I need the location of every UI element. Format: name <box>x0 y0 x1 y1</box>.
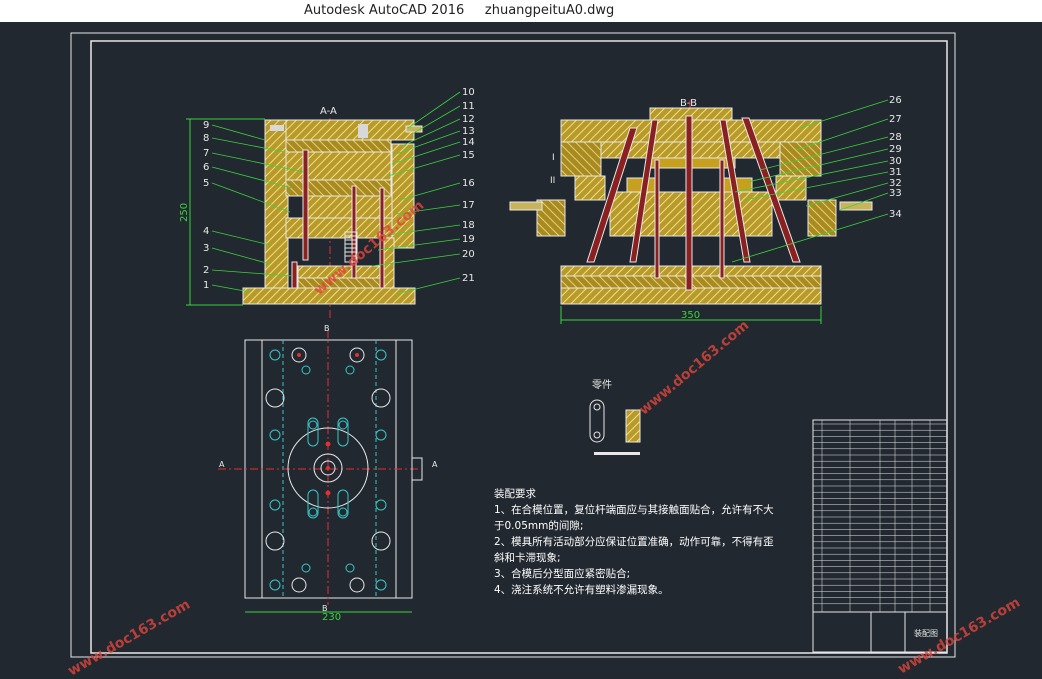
callout-15: 15 <box>462 150 475 161</box>
leader-line <box>747 148 889 183</box>
callout-6: 6 <box>203 162 209 173</box>
leader-line <box>371 253 461 267</box>
callout-30: 30 <box>889 156 902 167</box>
aa-dim-250: 250 <box>179 203 190 222</box>
leader-line <box>391 141 461 165</box>
leader-line <box>799 99 889 129</box>
leader-line <box>743 171 889 201</box>
inner-frame <box>90 40 948 654</box>
callout-27: 27 <box>889 114 902 125</box>
part-detail: 零件 <box>589 379 641 455</box>
requirement-line-6: 4、浇注系统不允许有塑料渗漏现象。 <box>494 584 669 596</box>
requirement-line-5: 3、合模后分型面应紧密贴合; <box>494 568 631 580</box>
leader-line <box>401 118 461 147</box>
leader-line <box>387 154 461 177</box>
leader-line <box>839 192 889 211</box>
callout-18: 18 <box>462 220 475 231</box>
roman-2: II <box>550 176 555 186</box>
left-callouts: 9 8 7 6 5 4 3 2 1 <box>203 120 305 293</box>
leader-line <box>211 124 266 141</box>
callout-16: 16 <box>462 178 475 189</box>
leader-line <box>399 182 461 201</box>
leader-line <box>211 182 291 213</box>
leader-line <box>377 238 461 251</box>
leader-line <box>411 105 461 135</box>
roman-1: I <box>552 153 555 163</box>
callout-33: 33 <box>889 188 902 199</box>
leader-line <box>211 269 293 277</box>
window-titlebar: Autodesk AutoCAD 2016 zhuangpeituA0.dwg <box>0 0 1042 22</box>
requirement-line-4: 斜和卡滞现象; <box>494 552 561 564</box>
callout-21: 21 <box>462 273 475 284</box>
callout-12: 12 <box>462 114 475 125</box>
title-block: 装配图 <box>812 419 948 653</box>
callout-7: 7 <box>203 148 209 159</box>
callout-11: 11 <box>462 101 475 112</box>
plan-b-bottom: B <box>322 604 328 613</box>
callout-8: 8 <box>203 133 209 144</box>
callout-28: 28 <box>889 132 902 143</box>
outer-frame <box>70 32 956 658</box>
leader-line <box>211 230 271 246</box>
leader-line <box>734 160 889 193</box>
callout-9: 9 <box>203 120 209 131</box>
app-title: Autodesk AutoCAD 2016 zhuangpeituA0.dwg <box>304 3 615 18</box>
callout-1: 1 <box>203 280 209 291</box>
leader-line <box>211 247 271 265</box>
leader-line <box>211 137 286 153</box>
leader-line <box>395 204 461 215</box>
callout-3: 3 <box>203 243 209 254</box>
requirement-line-3: 2、模具所有活动部分应保证位置准确，动作可靠，不得有歪 <box>494 536 774 548</box>
assembly-requirements: 装配要求 1、在合模位置，复位杆端面应与其接触面贴合，允许有不大 于0.05mm… <box>494 486 774 598</box>
callout-19: 19 <box>462 234 475 245</box>
title-block-name: 装配图 <box>914 628 938 638</box>
bb-label: B-B <box>680 98 697 109</box>
callout-13: 13 <box>462 126 475 137</box>
callout-20: 20 <box>462 249 475 260</box>
requirement-line-1: 1、在合模位置，复位杆端面应与其接触面贴合，允许有不大 <box>494 504 774 516</box>
bb-dim-350: 350 <box>681 310 700 321</box>
callout-5: 5 <box>203 178 209 189</box>
callout-17: 17 <box>462 200 475 211</box>
plan-b-top: B <box>324 324 330 333</box>
aa-label: A-A <box>320 106 337 117</box>
leader-line <box>731 213 889 263</box>
leader-line <box>395 277 461 295</box>
leader-line <box>759 136 889 171</box>
leader-line <box>211 152 305 173</box>
leader-line <box>211 284 251 293</box>
callout-2: 2 <box>203 265 209 276</box>
callout-34: 34 <box>889 209 902 220</box>
part-label: 零件 <box>592 379 612 391</box>
callout-14: 14 <box>462 137 475 148</box>
plan-dim-230: 230 <box>322 612 341 623</box>
leader-line <box>395 130 461 155</box>
callout-10: 10 <box>462 87 475 98</box>
callout-29: 29 <box>889 144 902 155</box>
leader-line <box>805 182 889 207</box>
requirement-line-2: 于0.05mm的间隙; <box>494 520 584 532</box>
leader-line <box>379 224 461 237</box>
plan-a-left: A <box>219 460 225 469</box>
callout-4: 4 <box>203 226 209 237</box>
section-view-bb: B-B I II 350 <box>509 98 873 324</box>
callout-32: 32 <box>889 178 902 189</box>
section-view-aa: A-A 250 <box>179 106 423 318</box>
requirements-title: 装配要求 <box>494 488 536 500</box>
plan-a-right: A <box>432 460 438 469</box>
callout-31: 31 <box>889 167 902 178</box>
plan-view: B B A A 230 <box>218 324 438 623</box>
leader-line <box>407 91 461 129</box>
callout-26: 26 <box>889 95 902 106</box>
leader-line <box>795 118 889 151</box>
leader-line <box>211 166 293 189</box>
